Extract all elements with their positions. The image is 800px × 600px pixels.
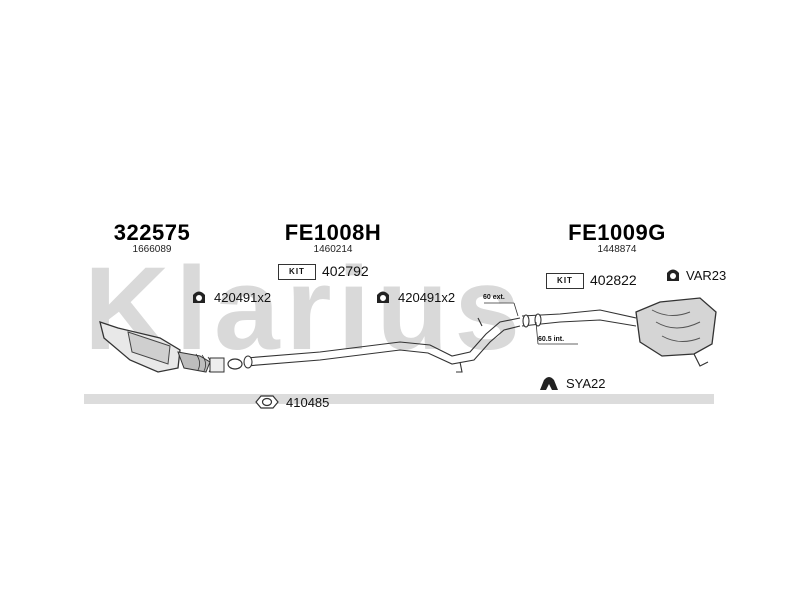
mount-label-right: VAR23: [686, 268, 727, 283]
ref-number-mid-pipe: 1460214: [313, 244, 353, 255]
hanger-bracket-icon: [540, 377, 558, 390]
kit-number-mid: 402792: [322, 263, 369, 279]
gasket-small-icon: [227, 358, 243, 370]
bracket-label: SYA22: [566, 376, 606, 391]
note-int: 60.5 int.: [538, 336, 565, 343]
muffler-icon: [635, 297, 717, 367]
rear-section: [521, 309, 637, 328]
ref-number-rear-box: 1448874: [597, 244, 637, 255]
gasket-icon: [255, 395, 279, 409]
rubber-mount-icon: [667, 269, 679, 281]
kit-number-rear: 402822: [590, 272, 637, 288]
kit-badge-mid: KIT: [278, 264, 316, 280]
note-ext: 60 ext.: [483, 294, 505, 301]
rubber-mount-icon: [377, 291, 389, 303]
note-leaders: [484, 302, 578, 345]
ref-number-converter: 1666089: [132, 244, 172, 255]
catalytic-converter-icon: [99, 321, 225, 373]
part-number-rear-box: FE1009G: [568, 220, 666, 245]
gasket-label: 410485: [286, 395, 330, 410]
mount-label-mid: 420491x2: [398, 290, 456, 305]
kit-badge-rear: KIT: [546, 273, 584, 289]
mount-label-left: 420491x2: [214, 290, 272, 305]
part-number-converter: 322575: [113, 220, 191, 245]
part-number-mid-pipe: FE1008H: [284, 220, 382, 245]
rubber-mount-icon: [193, 291, 205, 303]
watermark-underline: [84, 394, 714, 404]
mid-pipe: [243, 317, 521, 373]
